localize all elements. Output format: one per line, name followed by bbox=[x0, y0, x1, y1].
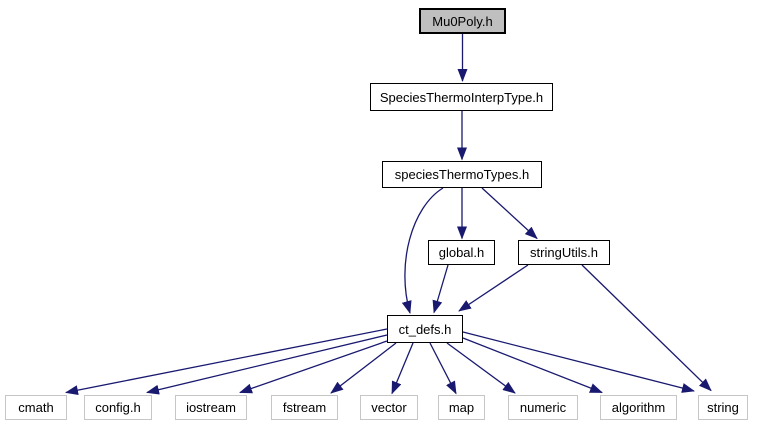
node-iostream-label: iostream bbox=[186, 400, 236, 415]
edge-global-to-ctdefs bbox=[432, 264, 449, 314]
node-species-thermo-types-label: speciesThermoTypes.h bbox=[394, 167, 530, 182]
node-vector-label: vector bbox=[371, 400, 407, 415]
node-species-thermo-interp-type-label: SpeciesThermoInterpType.h bbox=[379, 89, 544, 105]
node-algorithm-label: algorithm bbox=[611, 400, 666, 415]
edge-ctdefs-to-algorithm bbox=[462, 337, 603, 394]
node-mu0poly: Mu0Poly.h bbox=[419, 8, 506, 34]
edge-ctdefs-to-vector bbox=[391, 342, 414, 395]
node-fstream: fstream bbox=[271, 395, 338, 420]
node-iostream: iostream bbox=[175, 395, 247, 420]
edge-ctdefs-to-config bbox=[146, 334, 388, 395]
node-cmath: cmath bbox=[5, 395, 67, 420]
node-species-thermo-types[interactable]: speciesThermoTypes.h bbox=[382, 161, 542, 188]
node-numeric: numeric bbox=[508, 395, 578, 420]
node-map-label: map bbox=[448, 400, 475, 415]
node-config-h-label: config.h bbox=[95, 400, 141, 415]
node-mu0poly-label: Mu0Poly.h bbox=[432, 13, 493, 29]
edge-ctdefs-to-map bbox=[429, 342, 457, 395]
node-ct-defs-h[interactable]: ct_defs.h bbox=[387, 315, 463, 343]
node-global-h-label: global.h bbox=[438, 245, 485, 260]
node-algorithm: algorithm bbox=[600, 395, 677, 420]
edge-stringutils-to-string bbox=[581, 264, 712, 392]
node-species-thermo-interp-type[interactable]: SpeciesThermoInterpType.h bbox=[370, 83, 553, 111]
node-global-h[interactable]: global.h bbox=[428, 240, 495, 265]
edge-ctdefs-to-fstream bbox=[330, 342, 397, 394]
edge-speciesthermotypes-to-ctdefs bbox=[401, 187, 444, 314]
node-string-utils-h[interactable]: stringUtils.h bbox=[518, 240, 610, 265]
node-config-h: config.h bbox=[84, 395, 152, 420]
edge-ctdefs-to-cmath bbox=[65, 328, 388, 396]
node-cmath-label: cmath bbox=[18, 400, 54, 415]
edge-ctdefs-to-numeric bbox=[446, 342, 516, 394]
node-string-utils-h-label: stringUtils.h bbox=[530, 245, 598, 260]
node-numeric-label: numeric bbox=[519, 400, 567, 415]
node-ct-defs-h-label: ct_defs.h bbox=[398, 321, 452, 337]
edge-speciesthermotypes-to-stringutils bbox=[481, 187, 538, 240]
node-map: map bbox=[438, 395, 485, 420]
node-fstream-label: fstream bbox=[282, 400, 327, 415]
node-vector: vector bbox=[360, 395, 418, 420]
edge-stringutils-to-ctdefs bbox=[458, 264, 529, 312]
edge-ctdefs-to-string bbox=[462, 331, 695, 393]
edge-ctdefs-to-iostream bbox=[239, 340, 388, 394]
node-string: string bbox=[698, 395, 748, 420]
node-string-label: string bbox=[707, 400, 739, 415]
